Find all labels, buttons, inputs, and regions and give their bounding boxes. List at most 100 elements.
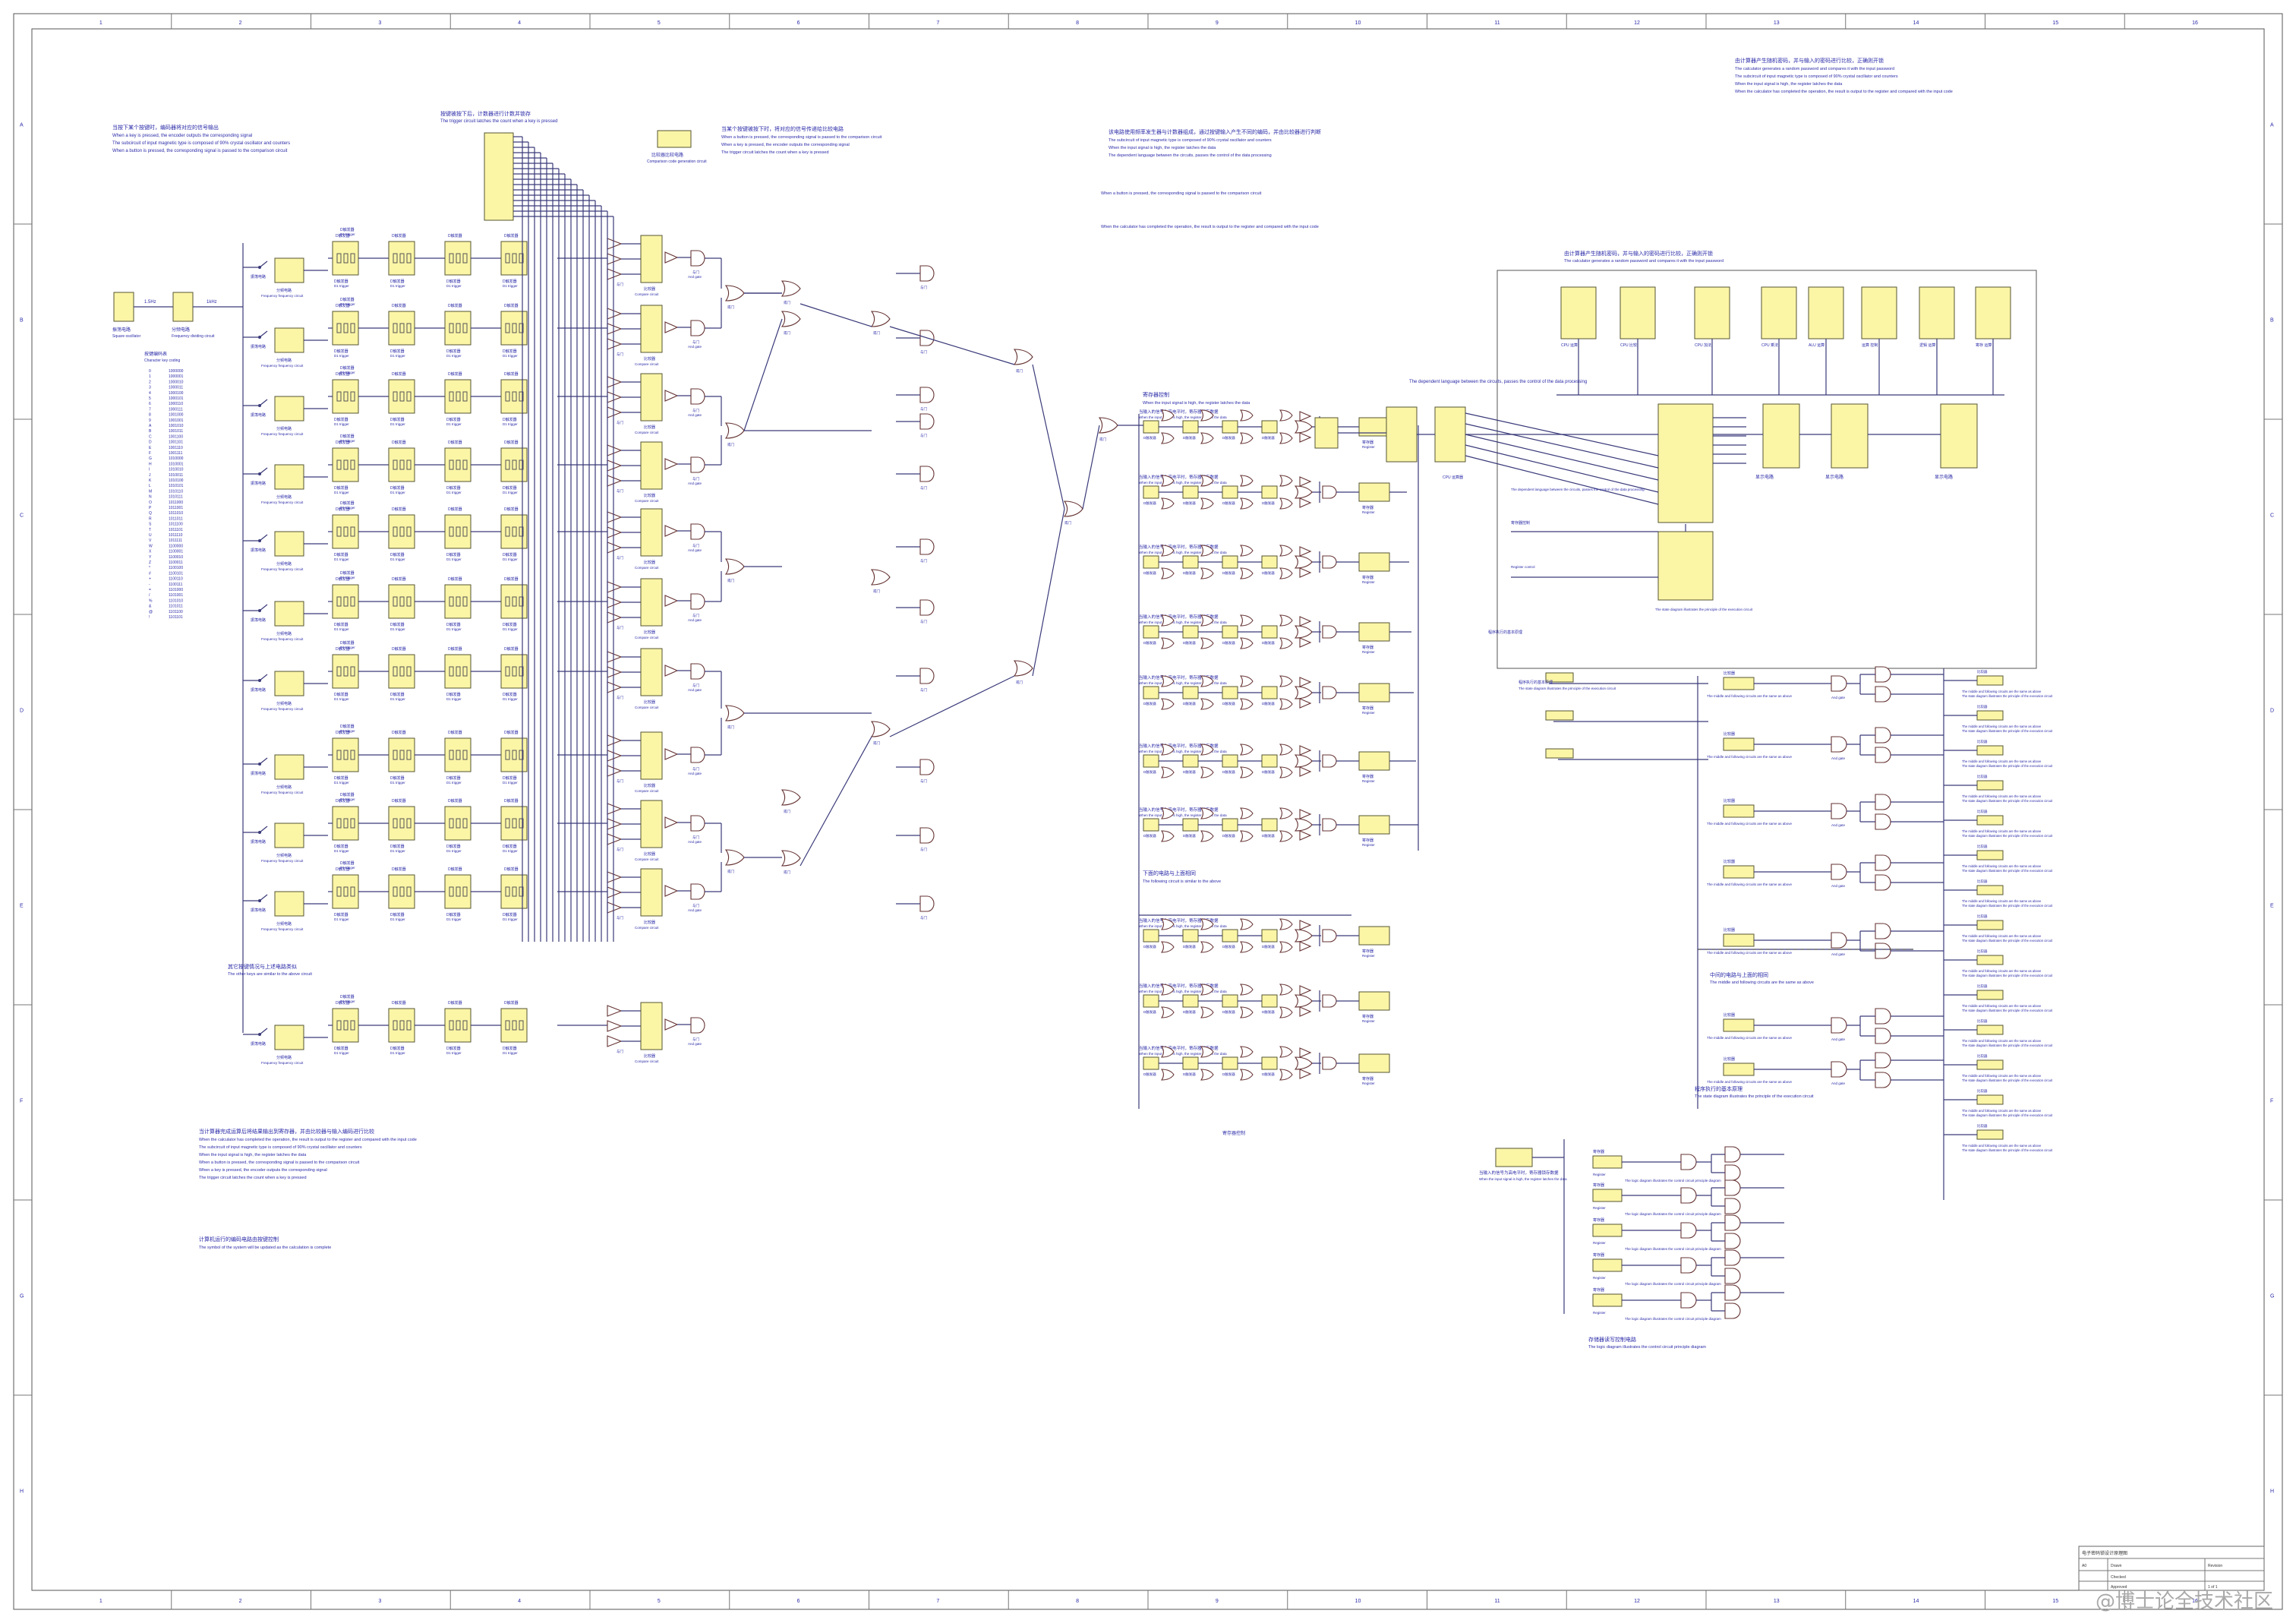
trigger-pin (393, 459, 398, 470)
trigger-label-en: D1 trigger (390, 354, 405, 358)
trigger-label-en: D1 trigger (334, 917, 349, 921)
or-gate (1239, 567, 1254, 579)
register-small-box (1261, 754, 1278, 768)
and-gate-label: 与门 (692, 766, 699, 772)
buffer-gate (664, 748, 679, 760)
or-gate (1279, 1006, 1293, 1018)
compare-box-label: 比较器 (644, 560, 655, 565)
trigger-pin (393, 596, 398, 607)
trigger-pin (449, 1020, 454, 1031)
trigger-pin (462, 253, 468, 264)
trigger-pin (449, 253, 454, 264)
compare-box-label-en: Compare circuit (635, 926, 659, 930)
register-box (1358, 991, 1390, 1011)
trigger-pin (462, 818, 468, 829)
code-table-key: / (149, 593, 150, 598)
memory-entry-note: 当输入的信号为高电平时，寄存器锁存数据 (1479, 1170, 1559, 1176)
and-gate (1724, 1249, 1741, 1266)
status-box (1976, 955, 2004, 965)
or-gate (1279, 675, 1293, 687)
register-small-label: D触发器 (1143, 701, 1156, 706)
trigger-label-en: D1 trigger (503, 781, 518, 785)
buffer-label: 与门 (617, 847, 623, 852)
status-box-note: The middle and following circuits are th… (1962, 899, 2042, 903)
compare-box (640, 1002, 663, 1050)
or-gate (870, 569, 891, 586)
code-table-code: 1101011 (169, 605, 183, 609)
trigger-pin (399, 323, 405, 333)
or-gate (1279, 918, 1293, 930)
trigger-label: D触发器 (446, 1046, 461, 1051)
register-small-label: D触发器 (1183, 944, 1196, 949)
register-row-note: 当输入的信号为高电平时，寄存器锁存数据 (1139, 807, 1219, 813)
and-gate (1322, 1056, 1337, 1070)
status-box-note: The middle and following circuits are th… (1962, 1074, 2042, 1078)
status-box-note-2: The state diagram illustrates the princi… (1962, 974, 2053, 977)
buffer-gate (607, 818, 623, 830)
or-gate (1279, 432, 1293, 444)
frequency-box (274, 601, 304, 627)
trigger-top-label: D触发器 (448, 233, 462, 238)
trigger-top-label: D触发器 (336, 303, 350, 308)
trigger-pin (399, 253, 405, 264)
or-gate (870, 311, 891, 327)
register-small-label: D触发器 (1262, 570, 1275, 576)
code-table-key: Q (149, 511, 152, 516)
memory-row-label: 寄存器 (1593, 1149, 1604, 1154)
register-row-note-en: When the input signal is high, the regis… (1139, 681, 1227, 685)
trigger-pin (519, 666, 524, 677)
bottom-mid-en: The logic diagram illustrates the contro… (1588, 1345, 1706, 1350)
trigger-pin (406, 253, 412, 264)
status-box-note-2: The state diagram illustrates the princi… (1962, 1009, 2053, 1012)
and-gate (1831, 736, 1847, 753)
register-label-en: Register (1362, 650, 1375, 654)
register-small-box (1261, 818, 1278, 832)
registers-cn: 寄存器控制 (1143, 391, 1169, 398)
buffer-gate (607, 444, 623, 456)
trigger-label: D触发器 (390, 349, 405, 354)
register-small-label: D触发器 (1183, 701, 1196, 706)
wire (1465, 434, 1659, 481)
register-label-en: Register (1362, 843, 1375, 847)
trigger-pin (343, 886, 348, 897)
right-lower-notes: 中间的电路与上面的相同 The middle and following cir… (1588, 971, 1814, 1350)
compare-box-label-en: Compare circuit (635, 566, 659, 570)
zone-label-bottom: 1 (99, 1599, 102, 1604)
zone-label-bottom: 15 (2052, 1599, 2058, 1604)
status-box-note-2: The state diagram illustrates the princi… (1962, 694, 2053, 698)
trigger-heading-en: D1 trigger (340, 371, 355, 374)
trigger-label-en: D1 trigger (446, 354, 462, 358)
cpu-top-box-label: CPU 比较 (1620, 343, 1637, 348)
trigger-pin (512, 666, 517, 677)
divider-box (172, 292, 194, 322)
feed-box (1545, 748, 1574, 759)
register-small-box (1222, 555, 1238, 569)
compare-box-label-en: Compare circuit (635, 292, 659, 296)
description-line6: When the calculator has completed the op… (1101, 225, 1319, 229)
status-box (1976, 850, 2004, 860)
register-small-label: D触发器 (1143, 1072, 1156, 1077)
trigger-label: D触发器 (334, 1046, 348, 1051)
and-gate-label: 与门 (920, 406, 927, 412)
trigger-label-en: D1 trigger (334, 557, 349, 561)
buffer-gate (1299, 1069, 1312, 1079)
trigger-heading-en: D1 trigger (340, 232, 355, 236)
zone-label-bottom: 13 (1774, 1599, 1780, 1604)
or-gate (1239, 830, 1254, 842)
cpu-register-note: 寄存器控制 (1511, 520, 1530, 526)
wire (259, 826, 268, 833)
wire (259, 261, 268, 268)
register-small-box (1143, 754, 1159, 768)
compare-entry-box (1723, 677, 1755, 690)
register-small-label: D触发器 (1183, 435, 1196, 440)
code-table-code: 1101100 (169, 610, 183, 614)
trigger-heading: D触发器 (340, 365, 355, 371)
status-box-note: The middle and following circuits are th… (1962, 864, 2042, 868)
right-top-line3: The subcircuit of input magnetic type is… (1735, 74, 1898, 79)
or-gate-label: 或门 (727, 725, 734, 730)
register-small-box (1222, 929, 1238, 943)
trigger-pin (519, 459, 524, 470)
compare-note-en: Comparison code generation circuit (647, 159, 707, 164)
cpu-top-box (1861, 286, 1897, 339)
